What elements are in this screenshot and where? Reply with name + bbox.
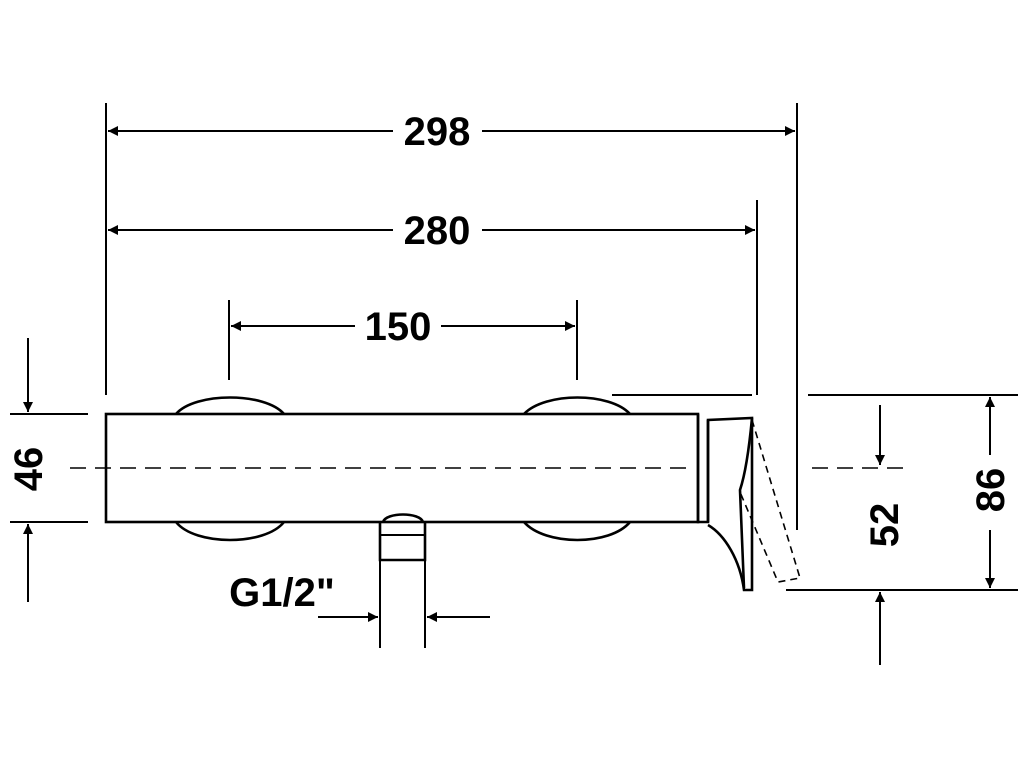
dimension-46: 46 xyxy=(7,338,51,602)
dimension-280: 280 xyxy=(108,209,755,253)
dimension-150: 150 xyxy=(231,305,575,349)
left-connection-bottom xyxy=(174,521,286,542)
outlet-spout xyxy=(378,522,427,562)
dimension-52: 52 xyxy=(863,405,907,665)
outlet-spout-top xyxy=(381,513,425,523)
dimension-86: 86 xyxy=(969,397,1013,588)
extension-lines xyxy=(10,103,1018,648)
dimension-label-g12: G1/2" xyxy=(229,571,335,615)
dimension-label-86: 86 xyxy=(969,468,1013,513)
left-connection-top xyxy=(175,396,285,415)
dimension-label-150: 150 xyxy=(365,305,432,349)
mixer-body xyxy=(104,396,802,592)
dimension-label-52: 52 xyxy=(863,503,907,548)
right-connection-top xyxy=(523,396,631,415)
right-connection-bottom xyxy=(523,521,631,542)
dimension-label-280: 280 xyxy=(404,209,471,253)
lever-handle-front xyxy=(738,417,754,589)
dimension-298: 298 xyxy=(108,110,795,154)
dimension-label-298: 298 xyxy=(404,110,471,154)
dimension-label-46: 46 xyxy=(7,447,51,492)
dimension-g12: G1/2" xyxy=(229,571,490,622)
